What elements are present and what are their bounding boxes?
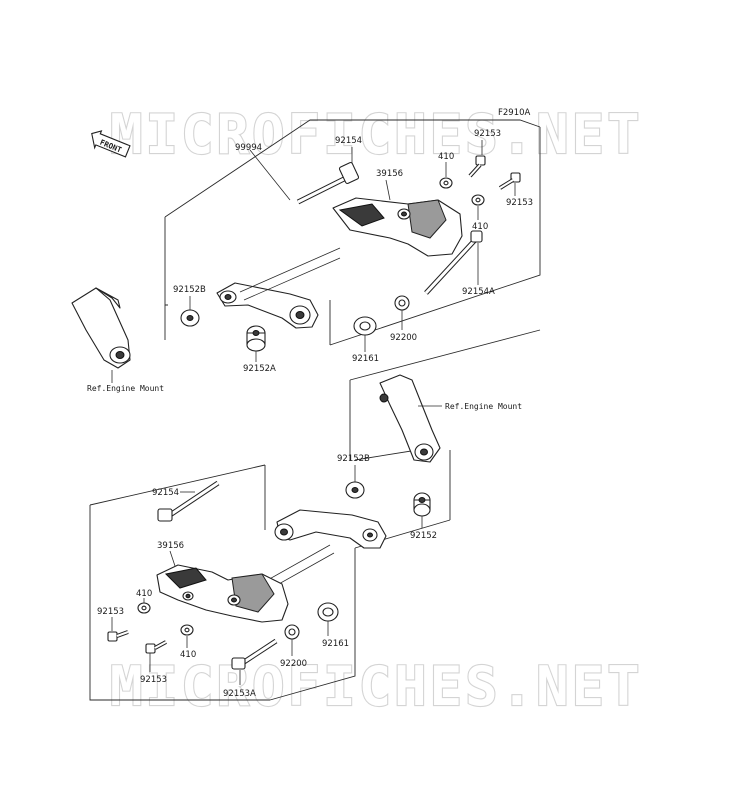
label-lower-92161: 92161 [322, 639, 349, 649]
frame-slider-39156-lower [156, 550, 289, 623]
label-lower-92154: 92154 [152, 488, 179, 498]
figure-code: F2910A [498, 108, 531, 118]
label-ref-engine-mount-left: Ref.Engine Mount [87, 384, 164, 393]
label-upper-92153b: 92153 [506, 198, 533, 208]
washer-92200-lower [284, 624, 300, 656]
label-upper-92153a: 92153 [474, 129, 501, 139]
label-upper-92154a: 92154A [462, 287, 495, 297]
bracket-arm-lower [231, 509, 387, 609]
collar-92161-upper [353, 316, 377, 352]
label-lower-410b: 410 [180, 650, 196, 660]
washer-410b-lower [180, 624, 194, 648]
label-upper-92152b: 92152B [173, 285, 206, 295]
spacer-92152b-lower [345, 465, 365, 499]
watermark-top: MICROFICHES.NET [110, 103, 643, 166]
label-upper-99994: 99994 [235, 143, 262, 153]
bolt-99994 [249, 149, 360, 205]
watermark-bottom: MICROFICHES.NET [110, 655, 643, 718]
label-upper-92154: 92154 [335, 136, 362, 146]
washer-92200-upper [394, 295, 410, 330]
engine-mount-right-ref [379, 374, 442, 463]
label-lower-92153a: 92153 [97, 607, 124, 617]
label-upper-92200: 92200 [390, 333, 417, 343]
bracket-arm-upper [216, 247, 341, 329]
washer-410a-upper [439, 162, 453, 189]
collar-92161-lower [317, 602, 339, 636]
bolt-92154-lower [157, 480, 220, 522]
frame-slider-39156-upper [332, 179, 463, 257]
bolt-92153a-cap-lower [231, 638, 278, 685]
label-upper-410b: 410 [472, 222, 488, 232]
label-upper-39156: 39156 [376, 169, 403, 179]
label-lower-92152b: 92152B [337, 454, 370, 464]
washer-410a-lower [137, 598, 151, 614]
bolt-92153b-lower [145, 640, 167, 672]
collar-92152a-upper [246, 325, 266, 362]
middle-frame [349, 329, 541, 461]
engine-mount-left-ref [71, 287, 131, 383]
label-upper-410a: 410 [438, 152, 454, 162]
label-lower-92153a-cap: 92153A [223, 689, 256, 699]
label-lower-39156: 39156 [157, 541, 184, 551]
washer-410b-upper [471, 194, 485, 220]
collar-92152-lower [413, 492, 431, 528]
bolt-92154a-upper [424, 230, 483, 295]
upper-frame [164, 119, 541, 346]
label-lower-410a: 410 [136, 589, 152, 599]
bolt-92153a-lower [107, 617, 129, 642]
label-lower-92153b: 92153 [140, 675, 167, 685]
label-lower-92152: 92152 [410, 531, 437, 541]
label-lower-92200: 92200 [280, 659, 307, 669]
spacer-92152b-upper [180, 296, 200, 327]
bolt-92153b-upper [498, 172, 521, 196]
label-upper-92161: 92161 [352, 354, 379, 364]
bolt-92153a-upper [468, 140, 486, 178]
label-upper-92152a: 92152A [243, 364, 276, 374]
label-ref-engine-mount-right: Ref.Engine Mount [445, 402, 522, 411]
